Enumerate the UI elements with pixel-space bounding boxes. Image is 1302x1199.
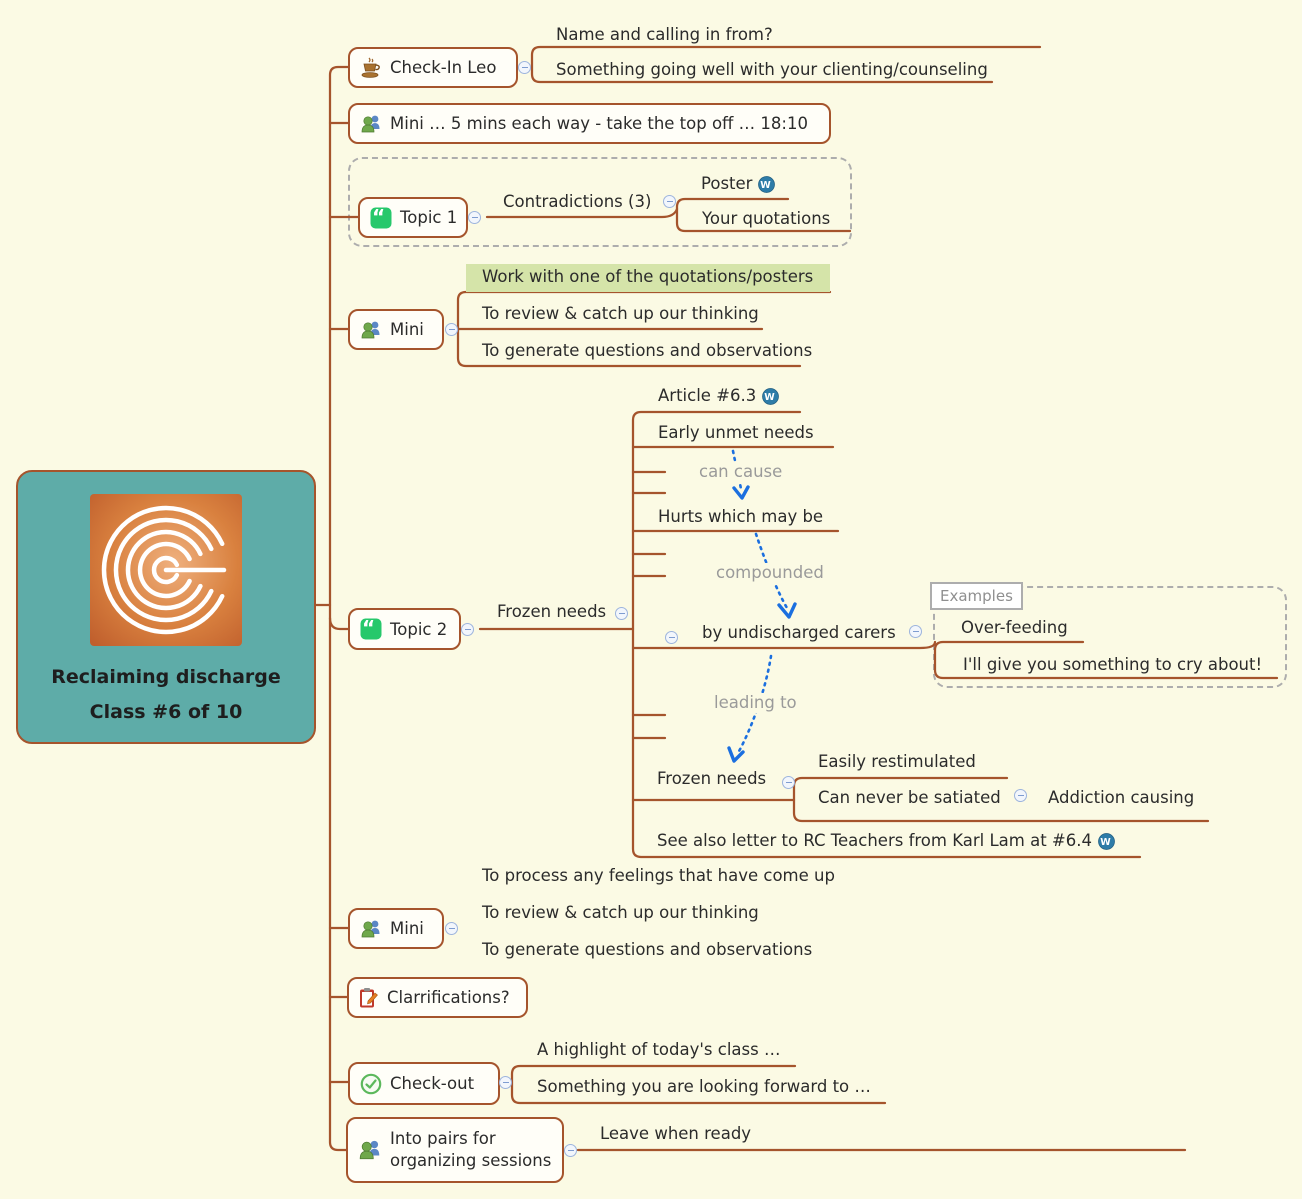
collapse-button-satiated[interactable] <box>1014 789 1027 802</box>
central-title-line2: Class #6 of 10 <box>89 701 243 723</box>
topic-name-calling[interactable]: Name and calling in from? <box>556 25 773 44</box>
relationship-label-compounded[interactable]: compounded <box>712 563 828 583</box>
central-topic[interactable]: Reclaiming discharge Class #6 of 10 <box>16 470 316 744</box>
relationship-arrows <box>727 449 797 763</box>
topic-addiction-causing[interactable]: Addiction causing <box>1048 788 1195 807</box>
topic-to-review-2[interactable]: To review & catch up our thinking <box>482 903 759 922</box>
topic-article-label: Article #6.3 <box>658 386 757 405</box>
topic-frozen-needs[interactable]: Frozen needs <box>497 602 607 621</box>
topic-check-out-label: Check-out <box>390 1074 475 1093</box>
topic-into-pairs-label-line2: organizing sessions <box>390 1151 552 1170</box>
topic-poster[interactable]: Poster W <box>701 174 776 194</box>
topic-easily-restimulated[interactable]: Easily restimulated <box>818 752 976 771</box>
topic-carers[interactable]: by undischarged carers <box>702 623 896 642</box>
relationship-label-leading-to[interactable]: leading to <box>710 693 801 713</box>
topic-leave-when-ready[interactable]: Leave when ready <box>600 1124 752 1143</box>
topic1-boundary <box>348 157 852 247</box>
topic-highlight[interactable]: A highlight of today's class … <box>537 1040 781 1059</box>
topic-1-label: Topic 1 <box>400 208 458 227</box>
topic-over-feeding[interactable]: Over-feeding <box>961 618 1068 637</box>
collapse-button-topic2[interactable] <box>461 623 474 636</box>
svg-text:“: “ <box>372 207 385 229</box>
topic-article[interactable]: Article #6.3 W <box>658 386 780 406</box>
check-circle-icon <box>360 1073 382 1095</box>
collapse-button-check-out[interactable] <box>499 1076 512 1089</box>
topic-to-process[interactable]: To process any feelings that have come u… <box>482 866 835 885</box>
collapse-button-contradictions[interactable] <box>663 195 676 208</box>
central-title-line1: Reclaiming discharge <box>51 666 281 688</box>
topic-see-also[interactable]: See also letter to RC Teachers from Karl… <box>657 831 1115 851</box>
topic-contradictions[interactable]: Contradictions (3) <box>503 192 652 211</box>
topic-2[interactable]: “ Topic 2 <box>348 608 461 650</box>
examples-boundary-title[interactable]: Examples <box>930 582 1023 610</box>
collapse-button-frozen-needs[interactable] <box>615 607 628 620</box>
topic-looking-forward[interactable]: Something you are looking forward to … <box>537 1077 871 1096</box>
topic-mini-quotes-label: Mini <box>390 320 424 339</box>
highlight-background <box>466 264 830 292</box>
topic-2-label: Topic 2 <box>390 619 448 639</box>
collapse-button-carers-right[interactable] <box>909 625 922 638</box>
topic-into-pairs[interactable]: Into pairs for organizing sessions <box>346 1117 564 1183</box>
topic-something-going[interactable]: Something going well with your clienting… <box>556 60 988 79</box>
topic-check-in-label: Check-In Leo <box>390 58 497 77</box>
topic-mini-intro[interactable]: Mini … 5 mins each way - take the top of… <box>348 103 831 144</box>
topic-poster-label: Poster <box>701 174 753 193</box>
topic-work-with[interactable]: Work with one of the quotations/posters <box>482 267 814 286</box>
collapse-button-carers-left[interactable] <box>665 631 678 644</box>
collapse-button-into-pairs[interactable] <box>564 1144 577 1157</box>
people-icon <box>360 114 382 134</box>
relationship-label-can-cause[interactable]: can cause <box>695 462 787 482</box>
wordpress-icon[interactable]: W <box>1098 832 1115 850</box>
svg-text:W: W <box>1100 837 1111 848</box>
topic-can-never-be-satiated[interactable]: Can never be satiated <box>818 788 1001 807</box>
svg-text:“: “ <box>362 618 375 640</box>
topic-check-out[interactable]: Check-out <box>348 1062 500 1105</box>
clipboard-pencil-icon <box>359 987 379 1009</box>
collapse-button-topic1[interactable] <box>468 211 481 224</box>
branch-lines <box>314 45 1279 1152</box>
topic-clarifications[interactable]: Clarrifications? <box>347 977 528 1018</box>
topic-to-generate-1[interactable]: To generate questions and observations <box>482 341 813 360</box>
topic-your-quotations[interactable]: Your quotations <box>702 209 831 228</box>
topic-to-review-1[interactable]: To review & catch up our thinking <box>482 304 759 323</box>
topic-clarifications-label: Clarrifications? <box>387 988 510 1007</box>
topic-to-generate-2[interactable]: To generate questions and observations <box>482 940 813 959</box>
people-icon <box>360 919 382 939</box>
collapse-button-check-in[interactable] <box>518 61 531 74</box>
svg-text:W: W <box>764 392 775 403</box>
coffee-cup-icon <box>360 57 382 79</box>
topic-check-in[interactable]: Check-In Leo <box>348 47 518 88</box>
topic-mini-process[interactable]: Mini <box>348 908 444 949</box>
topic-early-unmet[interactable]: Early unmet needs <box>658 423 814 442</box>
quote-icon: “ <box>370 207 392 229</box>
topic-mini-quotes[interactable]: Mini <box>348 309 444 350</box>
collapse-button-mini-quotes[interactable] <box>445 323 458 336</box>
people-icon <box>358 1139 382 1161</box>
wordpress-icon[interactable]: W <box>758 175 776 193</box>
collapse-button-mini-process[interactable] <box>445 922 458 935</box>
topic-into-pairs-label-line1: Into pairs for <box>390 1129 496 1148</box>
people-icon <box>360 320 382 340</box>
labyrinth-logo <box>90 494 242 646</box>
wordpress-icon[interactable]: W <box>762 387 780 405</box>
topic-frozen-needs-2[interactable]: Frozen needs <box>657 769 767 788</box>
collapse-button-frozen-needs-2[interactable] <box>782 776 795 789</box>
examples-boundary <box>933 586 1287 688</box>
topic-1[interactable]: “ Topic 1 <box>358 197 468 238</box>
topic-mini-process-label: Mini <box>390 919 424 938</box>
topic-hurts[interactable]: Hurts which may be <box>658 507 824 526</box>
topic-see-also-label: See also letter to RC Teachers from Karl… <box>657 831 1092 850</box>
topic-ill-give[interactable]: I'll give you something to cry about! <box>963 655 1263 674</box>
quote-icon: “ <box>360 618 382 640</box>
svg-text:W: W <box>761 180 772 191</box>
topic-mini-intro-label: Mini … 5 mins each way - take the top of… <box>390 114 808 133</box>
